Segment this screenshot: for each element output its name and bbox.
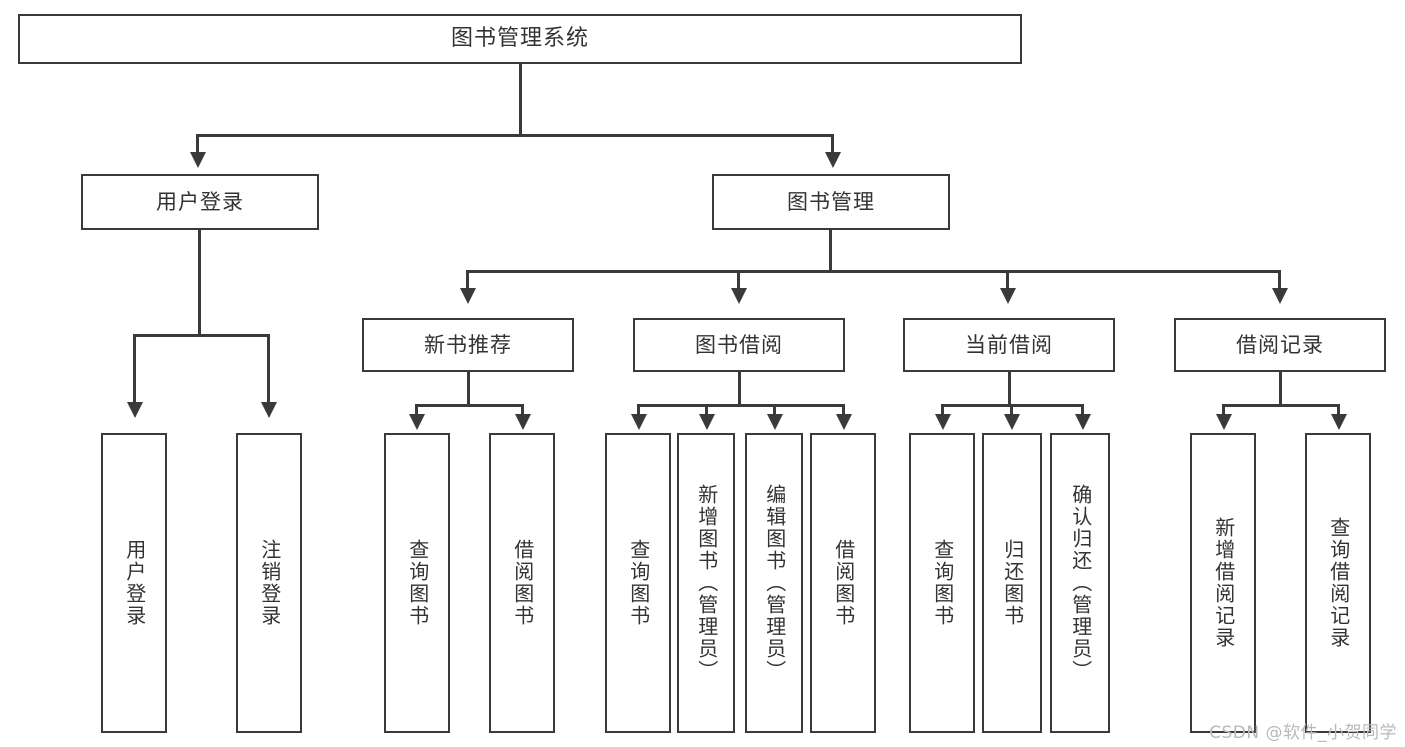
arrow-current-borrow-to-leaf-1 <box>935 414 951 430</box>
arrow-user-login-to-leaf-1 <box>127 402 143 418</box>
arrow-book-borrow-to-leaf-3 <box>767 414 783 430</box>
leaf-confirm-return[interactable]: 确认归还（管理员） <box>1050 433 1110 733</box>
node-label: 新增借阅记录 <box>1211 517 1236 649</box>
arrow-bus-to-book-borrow <box>731 288 747 304</box>
arrow-new-book-rec-to-leaf-2 <box>515 414 531 430</box>
edge-level3-bus <box>466 270 1281 273</box>
arrow-book-borrow-to-leaf-1 <box>631 414 647 430</box>
edge-user-login-to-leaf-1 <box>133 334 136 406</box>
arrow-book-borrow-to-leaf-2 <box>699 414 715 430</box>
arrow-new-book-rec-to-leaf-1 <box>409 414 425 430</box>
node-label: 查询借阅记录 <box>1326 517 1351 649</box>
edge-new-book-rec-stem <box>467 372 470 406</box>
edge-bus-to-new-book-rec <box>466 270 469 292</box>
leaf-user-login[interactable]: 用户登录 <box>101 433 167 733</box>
node-user-login[interactable]: 用户登录 <box>81 174 319 230</box>
leaf-borrow-book-1[interactable]: 借阅图书 <box>489 433 555 733</box>
edge-user-login-stem <box>198 230 201 336</box>
edge-book-borrow-to-leaf-3 <box>773 404 776 418</box>
edge-root-to-user-login <box>196 134 199 156</box>
edge-current-borrow-to-leaf-3 <box>1081 404 1084 418</box>
leaf-edit-book[interactable]: 编辑图书（管理员） <box>745 433 803 733</box>
edge-current-borrow-to-leaf-2 <box>1010 404 1013 418</box>
edge-borrow-record-to-leaf-1 <box>1222 404 1225 418</box>
arrow-user-login-to-leaf-2 <box>261 402 277 418</box>
node-current-borrow[interactable]: 当前借阅 <box>903 318 1115 372</box>
node-label: 注销登录 <box>257 539 282 627</box>
leaf-add-record[interactable]: 新增借阅记录 <box>1190 433 1256 733</box>
node-label: 查询图书 <box>626 539 651 627</box>
node-label: 查询图书 <box>930 539 955 627</box>
arrow-bus-to-borrow-record <box>1272 288 1288 304</box>
leaf-query-book-3[interactable]: 查询图书 <box>909 433 975 733</box>
leaf-logout[interactable]: 注销登录 <box>236 433 302 733</box>
edge-new-book-rec-to-leaf-2 <box>521 404 524 418</box>
arrow-root-to-book-manage <box>825 152 841 168</box>
edge-new-book-rec-to-leaf-1 <box>415 404 418 418</box>
edge-bus-to-borrow-record <box>1278 270 1281 292</box>
node-label: 图书管理系统 <box>450 26 589 52</box>
edge-user-login-bus <box>133 334 270 337</box>
node-label: 用户登录 <box>156 189 244 214</box>
node-label: 查询图书 <box>405 539 430 627</box>
node-new-book-rec[interactable]: 新书推荐 <box>362 318 574 372</box>
edge-root-bus <box>196 134 834 137</box>
edge-book-borrow-bus <box>637 404 845 407</box>
arrow-current-borrow-to-leaf-2 <box>1004 414 1020 430</box>
edge-bus-to-book-borrow <box>737 270 740 292</box>
node-label: 图书管理 <box>787 189 875 214</box>
leaf-query-book-2[interactable]: 查询图书 <box>605 433 671 733</box>
node-label: 图书借阅 <box>695 332 783 357</box>
node-book-manage[interactable]: 图书管理 <box>712 174 950 230</box>
edge-book-borrow-to-leaf-1 <box>637 404 640 418</box>
edge-book-borrow-stem <box>738 372 741 406</box>
edge-root-to-book-manage <box>831 134 834 156</box>
node-label: 借阅图书 <box>831 539 856 627</box>
edge-root-stem <box>519 64 522 136</box>
edge-current-borrow-to-leaf-1 <box>941 404 944 418</box>
csdn-watermark: CSDN @软件_小贺同学 <box>1209 723 1397 743</box>
edge-book-borrow-to-leaf-2 <box>705 404 708 418</box>
edge-bus-to-current-borrow <box>1006 270 1009 292</box>
edge-borrow-record-stem <box>1279 372 1282 406</box>
leaf-query-book-1[interactable]: 查询图书 <box>384 433 450 733</box>
leaf-add-book[interactable]: 新增图书（管理员） <box>677 433 735 733</box>
arrow-bus-to-current-borrow <box>1000 288 1016 304</box>
node-label: 当前借阅 <box>965 332 1053 357</box>
node-label: 归还图书 <box>1000 539 1025 627</box>
node-borrow-record[interactable]: 借阅记录 <box>1174 318 1386 372</box>
leaf-return-book[interactable]: 归还图书 <box>982 433 1042 733</box>
arrow-bus-to-new-book-rec <box>460 288 476 304</box>
arrow-current-borrow-to-leaf-3 <box>1075 414 1091 430</box>
node-label: 借阅图书 <box>510 539 535 627</box>
arrow-borrow-record-to-leaf-1 <box>1216 414 1232 430</box>
edge-new-book-rec-bus <box>415 404 524 407</box>
leaf-borrow-book-2[interactable]: 借阅图书 <box>810 433 876 733</box>
node-book-borrow[interactable]: 图书借阅 <box>633 318 845 372</box>
edge-current-borrow-stem <box>1008 372 1011 406</box>
edge-borrow-record-bus <box>1222 404 1340 407</box>
leaf-query-record[interactable]: 查询借阅记录 <box>1305 433 1371 733</box>
node-root-system[interactable]: 图书管理系统 <box>18 14 1022 64</box>
arrow-borrow-record-to-leaf-2 <box>1331 414 1347 430</box>
edge-book-borrow-to-leaf-4 <box>842 404 845 418</box>
arrow-book-borrow-to-leaf-4 <box>836 414 852 430</box>
node-label: 借阅记录 <box>1236 332 1324 357</box>
node-label: 用户登录 <box>122 539 147 627</box>
node-label: 编辑图书（管理员） <box>762 484 787 682</box>
edge-book-manage-stem <box>829 230 832 272</box>
node-label: 确认归还（管理员） <box>1068 484 1093 682</box>
edge-user-login-to-leaf-2 <box>267 334 270 406</box>
edge-borrow-record-to-leaf-2 <box>1337 404 1340 418</box>
arrow-root-to-user-login <box>190 152 206 168</box>
node-label: 新增图书（管理员） <box>694 484 719 682</box>
node-label: 新书推荐 <box>424 332 512 357</box>
